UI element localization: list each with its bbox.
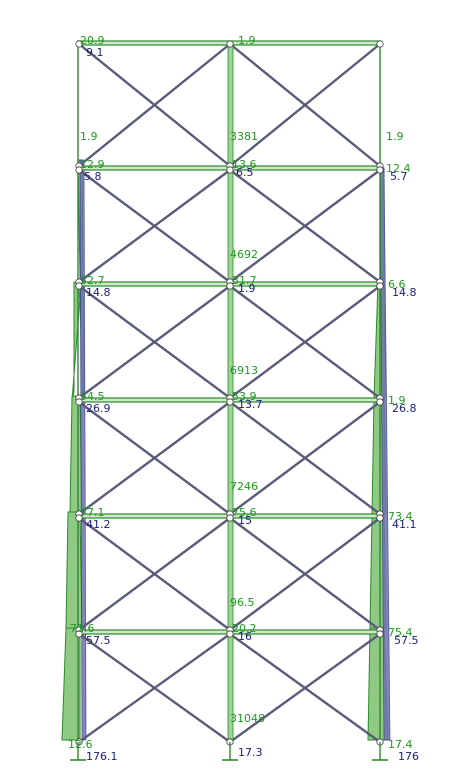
force-value-label: 12.9 [80, 158, 105, 171]
force-value-label: 26.8 [392, 402, 417, 415]
force-value-label: 20.9 [80, 34, 105, 47]
force-value-label: 41.1 [392, 518, 417, 531]
force-value-label: 176 [398, 750, 419, 763]
node-hinge-icon [75, 514, 83, 522]
node-hinge-icon [75, 630, 83, 638]
left-column-force-diagram [61, 159, 87, 741]
force-value-label: 32.7 [80, 274, 105, 287]
support-left-icon [70, 742, 86, 761]
force-value-label: 1.9 [388, 394, 406, 407]
supports [70, 742, 388, 761]
force-value-label: 54.5 [80, 390, 105, 403]
force-value-label: 1.9 [238, 282, 256, 295]
force-value-label: 15 [238, 514, 252, 527]
node-hinge-icon [226, 514, 234, 522]
force-value-label: 31.7 [232, 274, 257, 287]
node-markers [75, 40, 384, 746]
columns [77, 42, 381, 743]
force-value-label: 4692 [230, 248, 258, 261]
force-value-label: 7246 [230, 480, 258, 493]
node-hinge-icon [376, 282, 384, 290]
force-value-label: 75.4 [388, 626, 413, 639]
force-value-label: 14.8 [86, 286, 111, 299]
node-hinge-icon [226, 630, 234, 638]
force-value-label: 17.3 [238, 746, 263, 759]
force-value-label: 75.6 [232, 506, 257, 519]
force-value-label: 57.5 [86, 634, 111, 647]
force-value-label: 5.8 [84, 170, 102, 183]
node-hinge-icon [376, 514, 384, 522]
node-hinge-icon [75, 166, 83, 174]
force-value-label: 1.9 [386, 130, 404, 143]
force-value-label: 73.4 [388, 510, 413, 523]
force-value-label: 77.1 [80, 506, 105, 519]
node-hinge-icon [376, 40, 384, 48]
force-value-label: 6913 [230, 364, 258, 377]
force-value-label: 96.5 [230, 596, 255, 609]
force-value-label: 6.5 [236, 166, 254, 179]
force-value-label: 57.5 [394, 634, 419, 647]
force-value-label: 1.9 [238, 34, 256, 47]
node-hinge-icon [226, 166, 234, 174]
force-value-label: 3381 [230, 130, 258, 143]
value-labels: 20.99.1 1.9 1.9 3381 1.9 12.95.8 13.66.5 12.45.… [68, 34, 419, 763]
node-hinge-icon [376, 166, 384, 174]
force-value-label: 26.9 [86, 402, 111, 415]
node-hinge-icon [75, 40, 83, 48]
force-value-label: 17.4 [388, 738, 413, 751]
right-column-force-diagram [367, 167, 391, 741]
force-value-label: 53.9 [232, 390, 257, 403]
force-value-label: 6.6 [388, 278, 406, 291]
node-hinge-icon [376, 398, 384, 406]
force-value-label: 1.9 [80, 130, 98, 143]
node-hinge-icon [75, 282, 83, 290]
force-value-label: 31048 [230, 712, 265, 725]
force-value-label: 20.2 [232, 622, 257, 635]
force-value-label: 13.6 [232, 158, 257, 171]
force-value-label: 5.7 [390, 170, 408, 183]
force-value-label: 176.1 [86, 750, 118, 763]
force-value-label: 13.7 [238, 398, 263, 411]
force-value-label: 71.6 [70, 622, 95, 635]
support-middle-icon [222, 742, 238, 761]
node-hinge-icon [226, 398, 234, 406]
node-hinge-icon [376, 630, 384, 638]
force-value-label: 16 [238, 630, 252, 643]
force-value-label: 41.2 [86, 518, 111, 531]
support-right-icon [372, 742, 388, 761]
force-value-label: 12.4 [386, 162, 411, 175]
node-hinge-icon [226, 282, 234, 290]
node-hinge-icon [226, 40, 234, 48]
bracing-members [78, 43, 381, 743]
node-hinge-icon [75, 398, 83, 406]
force-value-label: 14.8 [392, 286, 417, 299]
force-value-label: 12.6 [68, 738, 93, 751]
force-value-label: 9.1 [86, 46, 104, 59]
